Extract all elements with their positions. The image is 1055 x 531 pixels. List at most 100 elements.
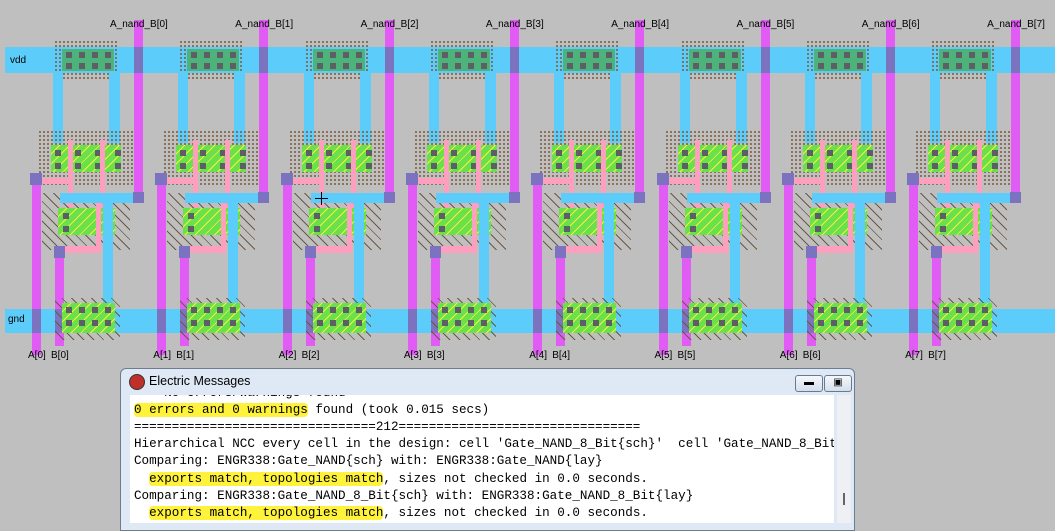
- pmos-drain-wire: [679, 73, 690, 143]
- output-metal2[interactable]: [885, 20, 895, 198]
- pmos-source-wire: [484, 73, 496, 143]
- output-metal2[interactable]: [760, 20, 770, 198]
- contact-cut: [718, 320, 725, 326]
- contact-cut: [982, 63, 989, 69]
- input-a-metal2[interactable]: [282, 185, 292, 355]
- contact-cut: [982, 52, 989, 58]
- contact-cut: [342, 52, 349, 58]
- contact-cut: [982, 307, 989, 313]
- contact-cut: [932, 163, 939, 169]
- contact-cut: [92, 307, 98, 313]
- contact-cut: [467, 307, 474, 313]
- vdd-via-out: [384, 47, 394, 73]
- output-metal2[interactable]: [259, 20, 269, 198]
- contact-cut: [355, 63, 362, 69]
- message-text: Hierarchical NCC every cell in the desig…: [134, 437, 834, 452]
- contact-cut: [689, 226, 696, 232]
- contact-cut: [705, 307, 712, 313]
- contact-cut: [943, 63, 950, 69]
- contact-cut: [567, 52, 574, 58]
- highlighted-text: 0 errors and 0 warnings: [134, 403, 308, 418]
- output-via: [759, 192, 771, 203]
- nmos-gnd-wire: [228, 203, 239, 310]
- contact-cut: [217, 52, 224, 58]
- vdd-contact-active: [563, 49, 616, 71]
- contact-cut: [952, 163, 959, 169]
- contact-cut: [355, 307, 362, 313]
- message-line: No errors/warnings found: [134, 395, 345, 400]
- scrollbar-thumb[interactable]: [843, 493, 845, 505]
- input-a-label: A[4]: [529, 350, 547, 361]
- contact-cut: [66, 307, 72, 313]
- contact-cut: [681, 150, 688, 156]
- contact-cut: [741, 163, 748, 169]
- message-text: found (took 0.015 secs): [307, 403, 490, 418]
- contact-cut: [240, 150, 247, 156]
- input-a-label: A[3]: [403, 350, 422, 361]
- contact-cut: [79, 307, 85, 313]
- input-a-metal2[interactable]: [157, 185, 167, 355]
- pmos-drain-wire: [53, 73, 63, 143]
- contact-cut: [826, 150, 833, 156]
- input-a-metal2[interactable]: [407, 185, 417, 355]
- output-metal2[interactable]: [134, 20, 143, 198]
- pmos-transistor: [176, 145, 247, 172]
- pmos-source-wire: [610, 73, 622, 143]
- poly-gate-a: [443, 140, 449, 208]
- contact-cut: [480, 307, 487, 313]
- poly-b-riser: [221, 203, 227, 253]
- output-metal2[interactable]: [509, 20, 519, 198]
- poly-gate-a: [945, 140, 951, 208]
- maximize-button[interactable]: ▣: [824, 375, 852, 392]
- contact-cut: [345, 150, 352, 156]
- poly-gate-a: [694, 140, 700, 208]
- input-b-label: B[1]: [176, 350, 195, 361]
- messages-text-area[interactable]: No errors/warnings found 0 errors and 0 w…: [130, 395, 834, 523]
- contact-cut: [731, 307, 738, 313]
- contact-cut: [230, 307, 237, 313]
- input-b-contact: [179, 246, 191, 258]
- contact-cut: [596, 163, 603, 169]
- gnd-via-a: [32, 309, 41, 333]
- contact-cut: [325, 163, 332, 169]
- input-a-metal2[interactable]: [909, 185, 919, 355]
- contact-cut: [66, 52, 72, 58]
- contact-cut: [616, 163, 623, 169]
- vdd-contact-active: [312, 49, 365, 71]
- input-b-label: B[7]: [928, 350, 946, 361]
- contact-cut: [329, 52, 336, 58]
- vertical-scrollbar[interactable]: [837, 395, 851, 523]
- contact-cut: [342, 320, 349, 326]
- input-a-metal2[interactable]: [533, 185, 543, 355]
- output-wire: [60, 193, 143, 203]
- contact-cut: [956, 320, 963, 326]
- output-metal2[interactable]: [384, 20, 394, 198]
- output-via: [133, 192, 144, 203]
- input-b-contact: [54, 246, 65, 258]
- poly-gate-b: [726, 140, 732, 208]
- pmos-transistor: [51, 145, 121, 172]
- input-a-metal2[interactable]: [32, 185, 41, 355]
- vdd-rail[interactable]: [5, 47, 1055, 73]
- contact-cut: [606, 52, 613, 58]
- input-b-contact: [555, 246, 567, 258]
- contact-cut: [817, 63, 824, 69]
- contact-cut: [681, 163, 688, 169]
- contact-cut: [454, 63, 461, 69]
- input-a-metal2[interactable]: [658, 185, 668, 355]
- message-line: Comparing: ENGR338:Gate_NAND_8_Bit{sch} …: [134, 489, 693, 503]
- output-metal2[interactable]: [1011, 20, 1021, 198]
- contact-cut: [731, 52, 738, 58]
- output-wire: [435, 193, 519, 203]
- input-a-metal2[interactable]: [783, 185, 793, 355]
- electric-messages-window[interactable]: Electric Messages ▬ ▣ No errors/warnings…: [120, 368, 855, 531]
- output-label: A_nand_B[7]: [987, 19, 1045, 30]
- minimize-button[interactable]: ▬: [795, 375, 823, 392]
- vdd-contact-active: [813, 49, 866, 71]
- output-metal2[interactable]: [635, 20, 645, 198]
- pmos-source-wire: [860, 73, 872, 143]
- gnd-rail[interactable]: [5, 309, 1055, 333]
- contact-cut: [316, 63, 323, 69]
- output-wire: [937, 193, 1021, 203]
